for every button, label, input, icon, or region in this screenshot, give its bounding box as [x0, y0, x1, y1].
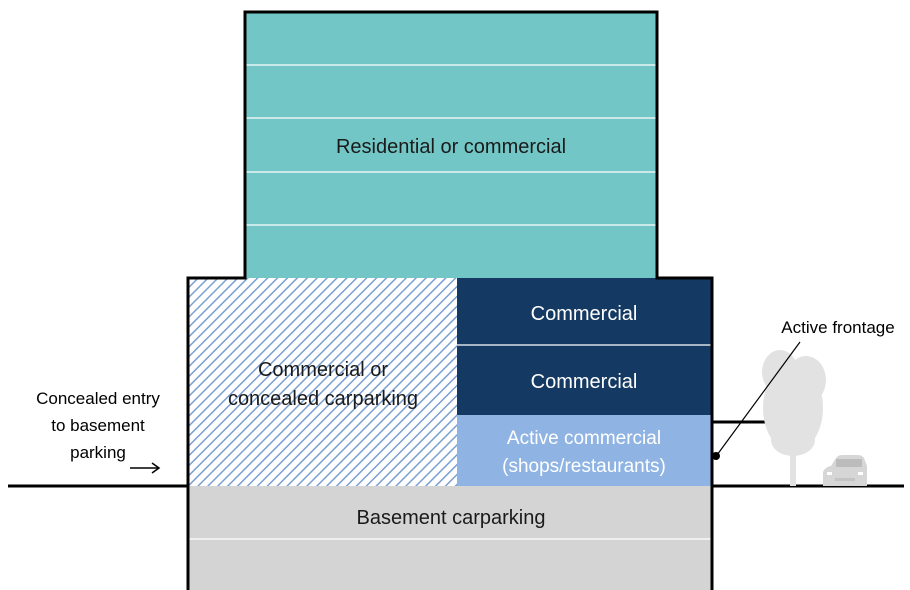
active-label-line1: Active commercial [507, 428, 661, 449]
commercial-upper-label: Commercial [531, 303, 638, 325]
active-label-line2: (shops/restaurants) [502, 456, 666, 477]
podium-label-line2: concealed carparking [228, 388, 418, 410]
tower-block: Residential or commercial [245, 12, 657, 278]
entry-label-line2: to basement [51, 416, 145, 435]
tree-icon [762, 350, 826, 486]
car-icon [823, 455, 867, 486]
commercial-upper-block: Commercial [457, 278, 712, 345]
entry-arrow-icon [130, 462, 161, 474]
basement-block: Basement carparking [188, 486, 712, 590]
podium-carparking-block: Commercial or concealed carparking [188, 278, 457, 486]
commercial-lower-block: Commercial [457, 344, 712, 415]
building-outline [186, 10, 714, 590]
active-frontage-dot [712, 452, 720, 460]
entry-label-line1: Concealed entry [36, 389, 160, 408]
entry-label-line3: parking [70, 443, 126, 462]
active-frontage-label: Active frontage [781, 318, 894, 337]
tower-label: Residential or commercial [336, 136, 566, 158]
commercial-lower-label: Commercial [531, 371, 638, 393]
active-commercial-block: Active commercial (shops/restaurants) [457, 415, 712, 486]
basement-label: Basement carparking [357, 507, 546, 529]
podium-label-line1: Commercial or [258, 359, 388, 381]
active-frontage-leader [716, 341, 801, 456]
